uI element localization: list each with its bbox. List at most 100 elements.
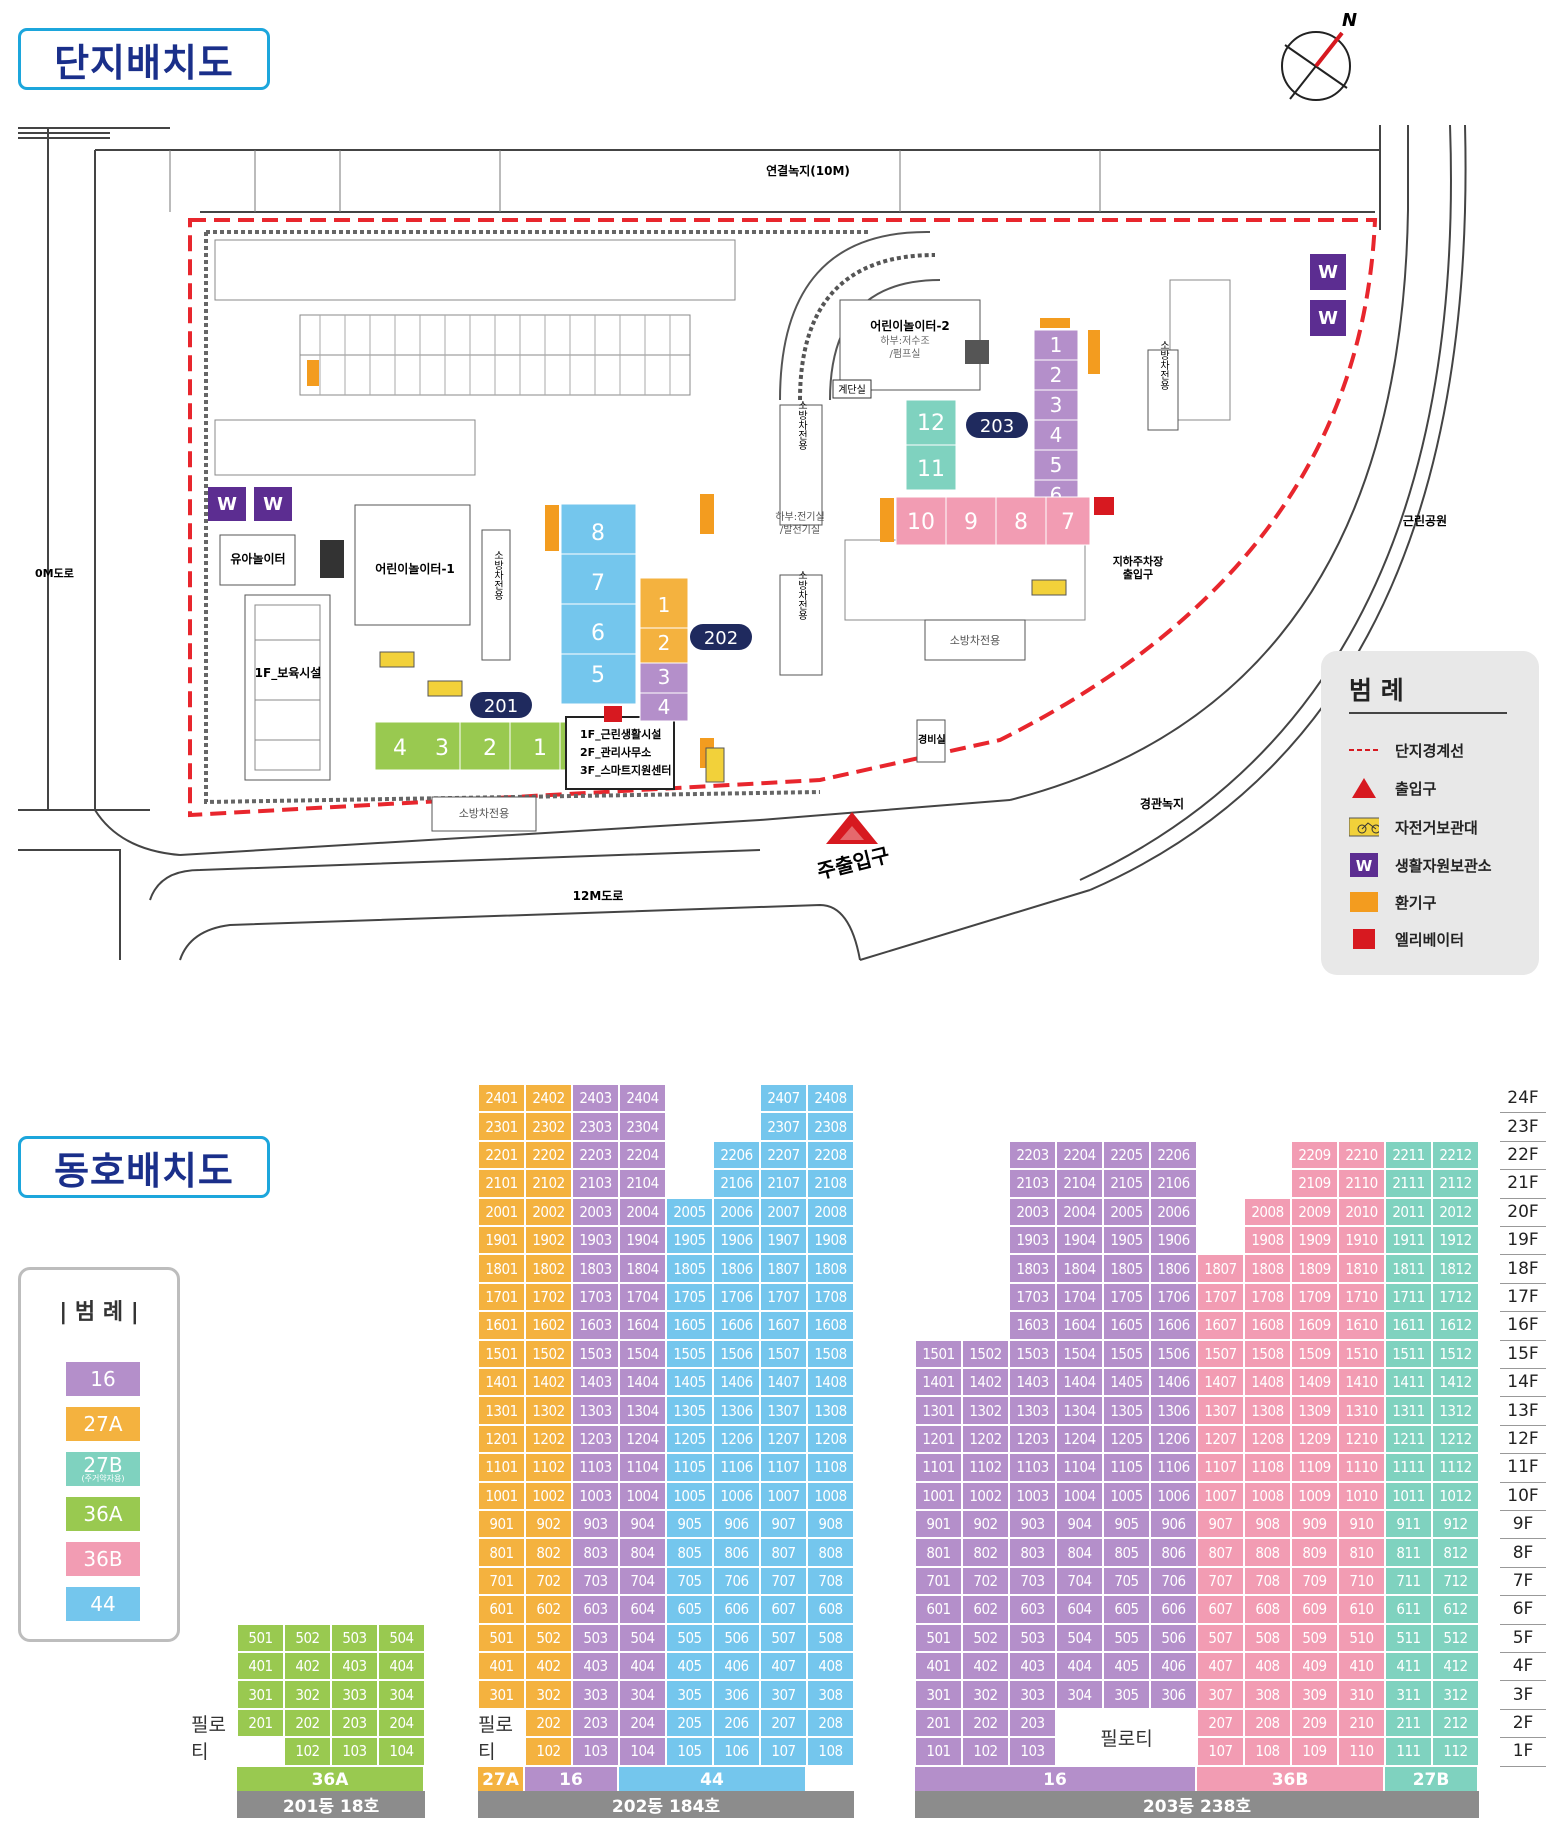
floor-label: 11F (1500, 1453, 1546, 1483)
unit-cell: 801 (915, 1538, 962, 1567)
unit-cell: 812 (1432, 1538, 1479, 1567)
unit-cell: 301 (237, 1680, 284, 1709)
unit-cell: 1908 (807, 1226, 854, 1255)
legend-label-resource: 생활자원보관소 (1395, 856, 1492, 875)
unit-cell: 2008 (1244, 1197, 1291, 1226)
unit-cell: 2408 (807, 1084, 854, 1113)
unit-cell: 1407 (760, 1368, 807, 1397)
floor-label: 13F (1500, 1396, 1546, 1426)
unit-cell: 1006 (713, 1481, 760, 1510)
unit-cell: 1201 (915, 1424, 962, 1454)
unit-cell: 506 (713, 1623, 760, 1652)
svg-text:7: 7 (591, 571, 605, 596)
facility-1-label: 1F_근린생활시설 (580, 727, 661, 741)
unit-cell: 2007 (760, 1197, 807, 1226)
unit-cell: 808 (807, 1538, 854, 1567)
unit-cell: 810 (1338, 1538, 1385, 1567)
svg-text:W: W (1356, 857, 1373, 875)
unit-cell: 2104 (1056, 1169, 1103, 1198)
unit-cell: 2404 (619, 1084, 666, 1113)
unit-cell: 1805 (1103, 1254, 1150, 1283)
unit-cell: 808 (1244, 1538, 1291, 1567)
unit-cell: 503 (572, 1623, 619, 1652)
playground-2-sub1: 하부:저수조 (880, 334, 929, 347)
unit-cell: 1504 (1056, 1339, 1103, 1368)
unit-cell: 405 (1103, 1652, 1150, 1681)
unit-cell: 2212 (1432, 1140, 1479, 1170)
unit-cell: 710 (1338, 1566, 1385, 1596)
unit-cell: 1803 (1009, 1254, 1056, 1283)
unit-cell: 303 (572, 1680, 619, 1709)
unit-cell: 501 (237, 1623, 284, 1652)
unit-cell: 2203 (1009, 1140, 1056, 1170)
unit-cell: 608 (807, 1595, 854, 1624)
svg-text:4: 4 (1050, 423, 1063, 447)
unit-cell: 2101 (478, 1169, 525, 1198)
unit-cell: 803 (1009, 1538, 1056, 1567)
unit-cell: 2308 (807, 1112, 854, 1141)
unit-cell: 1304 (619, 1396, 666, 1425)
unit-cell: 2210 (1338, 1140, 1385, 1170)
unit-cell: 703 (1009, 1566, 1056, 1596)
building-name-bar: 201동 18호 (237, 1791, 425, 1818)
unit-cell: 1006 (1150, 1481, 1197, 1510)
unit-cell: 1101 (478, 1453, 525, 1482)
unit-cell: 705 (1103, 1566, 1150, 1596)
unit-cell: 807 (760, 1538, 807, 1567)
w-label: W (1318, 262, 1338, 283)
unit-cell: 1610 (1338, 1311, 1385, 1340)
unit-cell: 1611 (1385, 1311, 1432, 1340)
unit-cell: 601 (478, 1595, 525, 1624)
unit-cell: 1301 (915, 1396, 962, 1425)
unit-cell: 1003 (572, 1481, 619, 1510)
unit-cell: 1211 (1385, 1424, 1432, 1454)
unit-cell: 312 (1432, 1680, 1479, 1709)
unit-cell: 1803 (572, 1254, 619, 1283)
unit-cell: 706 (1150, 1566, 1197, 1596)
unit-cell: 209 (1291, 1708, 1338, 1738)
unit-cell: 711 (1385, 1566, 1432, 1596)
unit-cell: 902 (525, 1510, 572, 1539)
unit-cell: 305 (1103, 1680, 1150, 1709)
unit-cell: 1010 (1338, 1481, 1385, 1510)
unit-cell: 1203 (572, 1424, 619, 1454)
building-201: 4 3 2 1 1F_근린생활시설 2F_관리사무소 3F_스마트지원센터 20… (374, 692, 675, 790)
unit-cell: 1205 (1103, 1424, 1150, 1454)
unit-cell: 1302 (962, 1396, 1009, 1425)
unit-cell: 409 (1291, 1652, 1338, 1681)
unit-cell: 1910 (1338, 1226, 1385, 1255)
parking-entry-label: 지하주차장 (1113, 554, 1164, 568)
pilotis-label: 필로티 (191, 1714, 226, 1764)
unit-cell: 904 (1056, 1510, 1103, 1539)
unit-cell: 705 (666, 1566, 713, 1596)
unit-cell: 2106 (713, 1169, 760, 1198)
unit-cell: 903 (572, 1510, 619, 1539)
floor-label: 22F (1500, 1141, 1546, 1171)
unit-cell: 1008 (807, 1481, 854, 1510)
unit-legend-label: 27A (83, 1412, 123, 1436)
unit-cell: 2103 (572, 1169, 619, 1198)
unit-cell: 101 (915, 1737, 962, 1766)
unit-cell: 202 (962, 1708, 1009, 1738)
unit-cell: 2112 (1432, 1169, 1479, 1198)
unit-type-bar: 44 (619, 1766, 807, 1793)
unit-cell: 509 (1291, 1623, 1338, 1652)
unit-cell: 1906 (1150, 1226, 1197, 1255)
curved-drive (779, 230, 931, 401)
unit-cell: 203 (572, 1708, 619, 1738)
building-name-bar: 203동 238호 (915, 1791, 1479, 1818)
unit-cell: 1807 (760, 1254, 807, 1283)
unit-cell: 1605 (666, 1311, 713, 1340)
unit-cell: 1506 (1150, 1339, 1197, 1368)
unit-type-bar: 27B (1385, 1766, 1479, 1793)
unit-cell: 411 (1385, 1652, 1432, 1681)
unit-cell: 1708 (1244, 1282, 1291, 1312)
unit-cell: 2110 (1338, 1169, 1385, 1198)
unit-cell: 2204 (1056, 1140, 1103, 1170)
unit-cell: 1712 (1432, 1282, 1479, 1312)
unit-cell: 404 (619, 1652, 666, 1681)
unit-plan-title: 동호배치도 (18, 1136, 270, 1198)
unit-cell: 604 (1056, 1595, 1103, 1624)
floor-label: 9F (1500, 1510, 1546, 1540)
